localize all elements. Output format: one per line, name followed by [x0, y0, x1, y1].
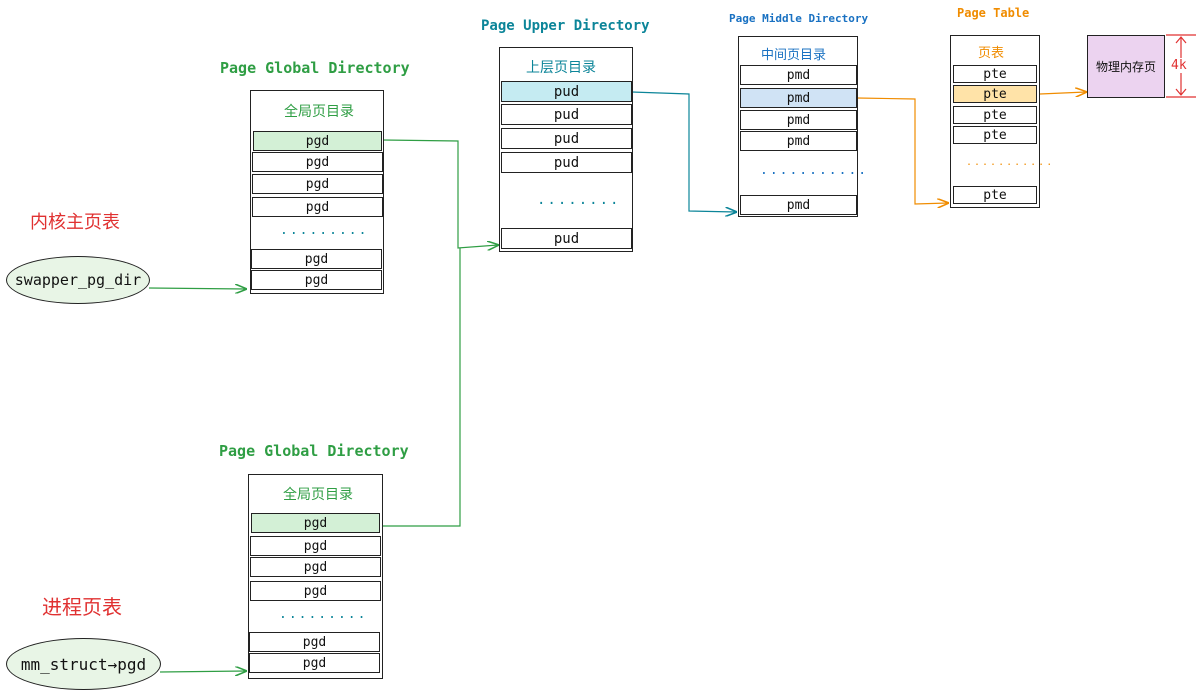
- pgd-entry: pgd: [250, 557, 381, 577]
- pte-entry: pte: [953, 106, 1037, 124]
- arrow-mm-to-pgd: [159, 671, 246, 672]
- arrow-pmd-to-pte: [856, 97, 948, 204]
- pgd-entry: pgd: [249, 653, 380, 673]
- pmd-ellipsis: ...........: [760, 163, 869, 178]
- physical-memory-page: 物理内存页: [1087, 35, 1165, 98]
- pte-entry: pte: [953, 65, 1037, 83]
- pmd-cn-label: 中间页目录: [761, 48, 827, 63]
- pud-title: Page Upper Directory: [481, 18, 650, 34]
- arrow-pgd-bottom-to-pud: [381, 248, 461, 527]
- arrow-pte-to-phys: [1039, 92, 1086, 94]
- pte-entry: pte: [953, 186, 1037, 204]
- pgd-entry-highlighted: pgd: [251, 513, 380, 533]
- pgd-entry: pgd: [252, 152, 383, 172]
- pte-entry: pte: [953, 126, 1037, 144]
- pte-table: 页表 pte pte pte pte ........... pte: [950, 35, 1052, 208]
- pmd-title: Page Middle Directory: [729, 12, 869, 25]
- pgd-top-table: 全局页目录 pgd pgd pgd pgd ......... pgd pgd: [250, 90, 384, 294]
- pud-entry-highlighted: pud: [501, 81, 632, 102]
- pgd-entry: pgd: [251, 249, 382, 269]
- pud-entry: pud: [501, 104, 632, 125]
- pgd-entry: pgd: [251, 270, 382, 290]
- pud-table: 上层页目录 pud pud pud pud ........ pud: [499, 47, 633, 252]
- mm-struct-pgd-node: mm_struct→pgd: [6, 638, 161, 690]
- pmd-entry: pmd: [740, 110, 857, 130]
- pud-entry: pud: [501, 228, 632, 249]
- pmd-entry-highlighted: pmd: [740, 88, 857, 108]
- pgd-top-title: Page Global Directory: [220, 59, 410, 77]
- swapper-pg-dir-node: swapper_pg_dir: [6, 256, 150, 304]
- pmd-entry: pmd: [740, 65, 857, 85]
- pgd-entry: pgd: [252, 174, 383, 194]
- pgd-entry: pgd: [250, 581, 381, 601]
- arrow-pgd-top-to-pud: [382, 139, 498, 248]
- pgd-bottom-table: 全局页目录 pgd pgd pgd pgd ......... pgd pgd: [248, 474, 383, 679]
- pgd-bottom-cn-label: 全局页目录: [283, 487, 353, 503]
- pmd-table: 中间页目录 pmd pmd pmd pmd ........... pmd: [738, 36, 866, 217]
- pud-ellipsis: ........: [537, 192, 621, 208]
- pgd-top-ellipsis: .........: [280, 223, 369, 238]
- pud-entry: pud: [501, 128, 632, 149]
- pgd-top-cn-label: 全局页目录: [284, 104, 354, 120]
- kernel-page-table-label: 内核主页表: [30, 212, 120, 233]
- physical-page-label: 物理内存页: [1095, 60, 1156, 74]
- pud-cn-label: 上层页目录: [526, 60, 596, 76]
- pmd-entry: pmd: [740, 131, 857, 151]
- process-page-table-label: 进程页表: [42, 595, 122, 619]
- arrow-pud-to-pmd: [631, 91, 736, 212]
- pgd-bottom-title: Page Global Directory: [219, 442, 409, 460]
- pgd-entry-highlighted: pgd: [253, 131, 382, 151]
- pte-ellipsis: ...........: [966, 157, 1055, 168]
- pgd-entry: pgd: [250, 536, 381, 556]
- pte-entry-highlighted: pte: [953, 85, 1037, 103]
- pgd-entry: pgd: [252, 197, 383, 217]
- pte-cn-label: 页表: [978, 46, 1005, 61]
- arrow-swapper-to-pgd: [148, 288, 246, 289]
- pgd-bottom-ellipsis: .........: [279, 607, 368, 622]
- pte-title: Page Table: [957, 6, 1030, 20]
- pgd-entry: pgd: [249, 632, 380, 652]
- pud-entry: pud: [501, 152, 632, 173]
- page-size-label: 4k: [1170, 58, 1188, 73]
- pmd-entry: pmd: [740, 195, 857, 215]
